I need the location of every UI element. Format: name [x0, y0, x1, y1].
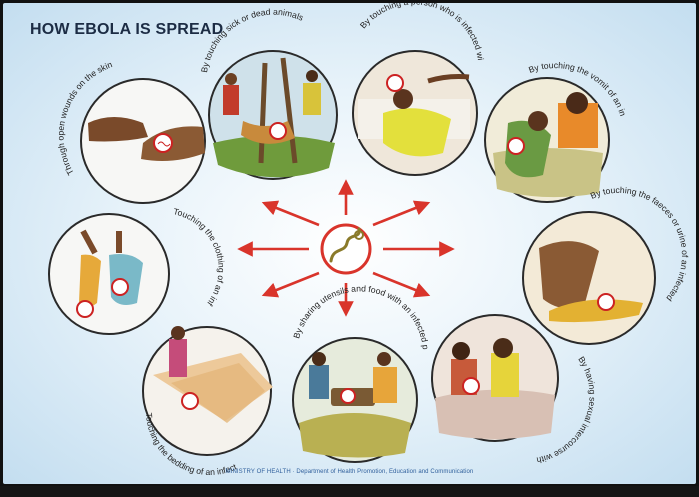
ebola-virus-icon: [320, 223, 372, 275]
poster-illustration: Through open wounds on the skin By touch…: [3, 3, 696, 484]
poster-title: HOW EBOLA IS SPREAD: [30, 21, 224, 38]
arrow-upper-right-icon: [372, 200, 431, 227]
ebola-virus-badge-icon: [507, 137, 525, 155]
way-sick-dead-animals: [208, 50, 338, 180]
arrow-lower-right-icon: [372, 271, 431, 298]
way-infected-person: [352, 50, 478, 176]
ebola-virus-badge-icon: [269, 122, 287, 140]
bottom-edge-bar: [0, 486, 699, 497]
ebola-virus-badge-icon: [340, 388, 356, 404]
ebola-virus-badge-icon: [76, 300, 94, 318]
ebola-virus-badge-icon: [386, 74, 404, 92]
arrow-upper-left-icon: [261, 200, 320, 227]
ebola-transmission-poster: Through open wounds on the skin By touch…: [3, 3, 696, 484]
way-utensils-food: [292, 337, 418, 463]
way-bedding: [142, 326, 273, 456]
poster-footer: MINISTRY OF HEALTH · Department of Healt…: [225, 469, 474, 475]
way-vomit: [484, 77, 610, 203]
way-open-wounds: [80, 78, 206, 204]
spread-arrows: [237, 179, 455, 317]
way-sexual-intercourse: [431, 314, 559, 442]
ebola-virus-badge-icon: [597, 293, 615, 311]
way-clothing: [48, 213, 170, 335]
arrow-lower-left-icon: [261, 271, 320, 298]
center-virus-symbol: [237, 179, 455, 317]
ebola-virus-badge-icon: [181, 392, 199, 410]
ebola-virus-badge-icon: [462, 377, 480, 395]
ebola-virus-badge-icon: [111, 278, 129, 296]
way-faeces-urine: [522, 211, 656, 345]
